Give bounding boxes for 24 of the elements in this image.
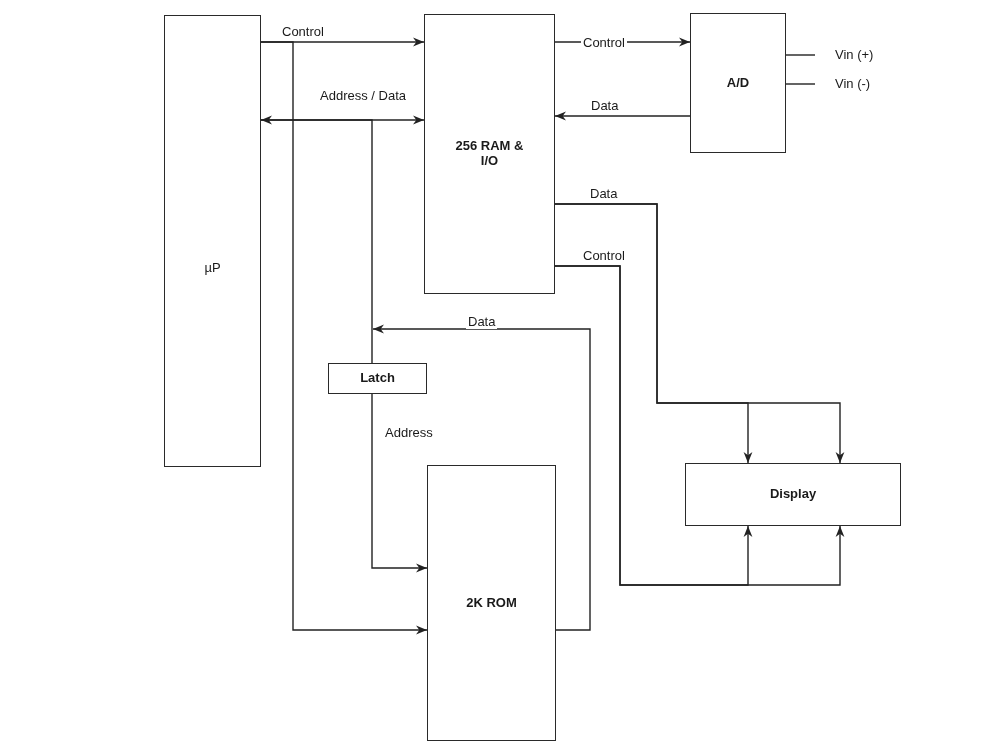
block-box	[685, 463, 901, 526]
block-box	[427, 465, 556, 741]
signal-label: Vin (+)	[835, 45, 925, 65]
arrow	[554, 111, 691, 121]
block-label: Display	[769, 487, 817, 502]
block-label: Latch	[360, 371, 395, 386]
block-label: µP	[204, 261, 221, 276]
connector-line	[785, 83, 816, 85]
arrow	[371, 393, 428, 573]
arrow	[372, 324, 591, 631]
arrow	[554, 265, 845, 586]
arrow	[554, 203, 845, 464]
block-box	[328, 363, 427, 394]
block-box	[424, 14, 555, 294]
connector-line	[260, 119, 373, 364]
signal-label: Vin (-)	[835, 74, 925, 94]
block-box	[690, 13, 786, 153]
block-label: 256 RAM & I/O	[454, 139, 525, 169]
connector-line	[785, 54, 816, 56]
block-box	[164, 15, 261, 467]
block-label: A/D	[726, 75, 750, 91]
arrow	[260, 41, 428, 635]
edge-label: Data	[466, 315, 498, 330]
block-label: 2K ROM	[466, 595, 517, 611]
